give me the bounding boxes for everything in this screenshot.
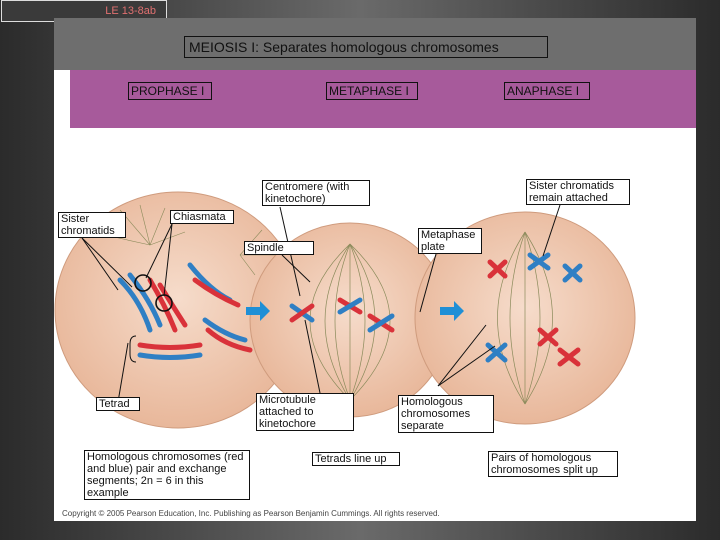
label-pairs-split: Pairs of homologous chromosomes split up [488,451,618,477]
chromosomes-prophase [117,262,253,360]
chiasma-circle [134,274,152,292]
chromosomes-metaphase [289,297,395,333]
label-sister-attached: Sister chromatids remain attached [526,179,630,205]
page-title: MEIOSIS I: Separates homologous chromoso… [184,36,548,58]
arrow-right-icon [246,301,270,321]
label-sister-chromatids: Sister chromatids [58,212,126,238]
label-tetrads-line-up: Tetrads line up [312,452,400,466]
chromosomes-anaphase [485,252,583,367]
label-metaphase-plate: Metaphase plate [418,228,482,254]
label-homologous-separate: Homologous chromosomes separate [398,395,494,433]
label-centromere: Centromere (with kinetochore) [262,180,370,206]
arrow-right-icon [440,301,464,321]
phase-prophase: PROPHASE I [128,82,212,100]
label-chiasmata: Chiasmata [170,210,234,224]
label-microtubule: Microtubule attached to kinetochore [256,393,354,431]
spindle-fibers-anaphase [497,231,553,405]
phase-anaphase: ANAPHASE I [504,82,590,100]
copyright: Copyright © 2005 Pearson Education, Inc.… [62,509,440,518]
leader-lines [81,204,561,403]
tetrad-bracket [129,335,137,363]
label-spindle: Spindle [244,241,314,255]
label-tetrad: Tetrad [96,397,140,411]
label-homologous-pair: Homologous chromosomes (red and blue) pa… [84,450,250,500]
phase-metaphase: METAPHASE I [326,82,418,100]
title-bar [54,18,696,70]
